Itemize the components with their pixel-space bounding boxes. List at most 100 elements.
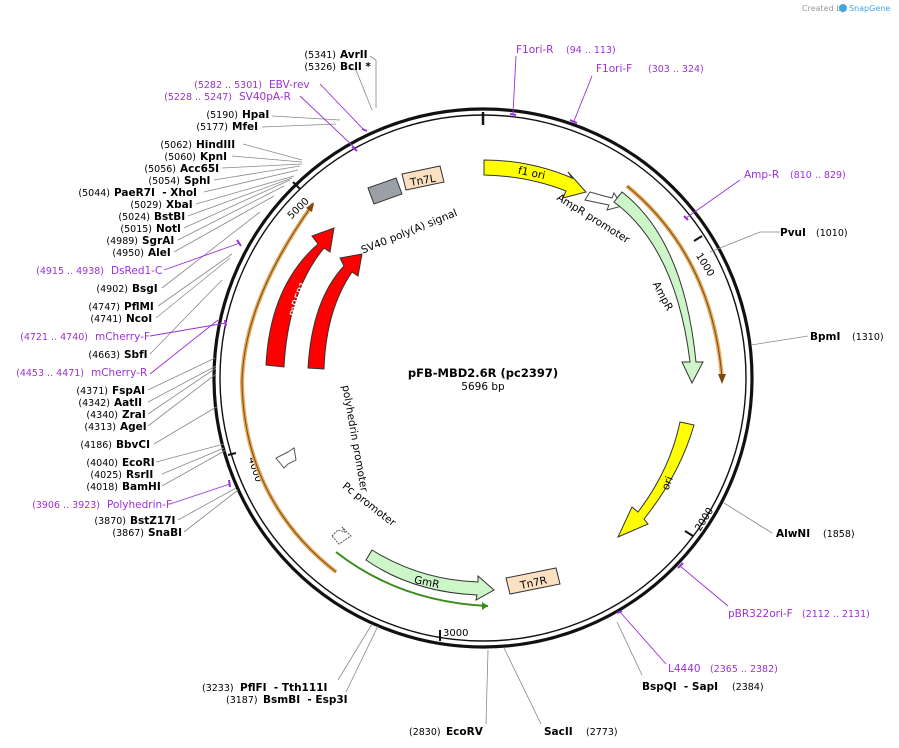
- leader-bspqi: [616, 621, 643, 676]
- primer-l4440-name[interactable]: L4440: [668, 663, 701, 675]
- enzyme-noti-name[interactable]: NotI: [156, 223, 181, 235]
- enzyme-xhoi-name[interactable]: PaeR7I - XhoI: [114, 187, 197, 199]
- feature-mrfp1-inner[interactable]: mRFP1: [307, 253, 363, 370]
- leader-hindiii: [242, 143, 303, 161]
- leader-bamhi: [161, 449, 227, 487]
- enzyme-bamhi-name[interactable]: BamHI: [122, 481, 161, 493]
- primer-ebv-name[interactable]: EBV-rev: [269, 79, 310, 91]
- primer-mcherry-r-range: (4453 .. 4471): [16, 368, 84, 379]
- enzyme-mfei-name[interactable]: MfeI: [232, 121, 258, 133]
- enzyme-sphi-pos: (5054): [148, 176, 180, 187]
- enzyme-bcli-name[interactable]: BclI *: [340, 61, 371, 73]
- feature-ori[interactable]: ori: [616, 421, 695, 538]
- enzyme-pflfi-name[interactable]: PflFI - Tth111I: [240, 682, 327, 694]
- leader-kpni: [231, 155, 303, 163]
- leader-hpai: [271, 115, 341, 121]
- enzyme-hindiii-name[interactable]: HindIII: [196, 139, 235, 151]
- primer-polyhedrin-name[interactable]: Polyhedrin-F: [107, 499, 172, 511]
- enzyme-sacii-name[interactable]: SacII: [544, 726, 573, 738]
- mrfp1-outer-arrow: [265, 227, 335, 368]
- tick-label-3000: 3000: [443, 628, 468, 639]
- enzyme-xbai-name[interactable]: XbaI: [166, 199, 193, 211]
- enzyme-bsmbi-name[interactable]: BsmBI - Esp3I: [263, 694, 348, 706]
- feature-gmr[interactable]: GmR: [365, 549, 495, 601]
- primer-mcherry-f-name[interactable]: mCherry-F: [95, 331, 150, 343]
- plasmid-name: pFB-MBD2.6R (pc2397): [408, 366, 558, 380]
- primer-mark-l4440: [616, 610, 623, 614]
- tick-1000: [693, 235, 703, 242]
- enzyme-aatii-name[interactable]: AatII: [114, 397, 142, 409]
- leader-sphi: [213, 165, 301, 181]
- enzyme-pflmi-pos: (4747): [88, 302, 120, 313]
- leader-bstz17i: [177, 487, 237, 521]
- gmr-orf-arrowhead: [482, 602, 488, 610]
- feature-ampr[interactable]: AmpR: [613, 191, 704, 385]
- enzyme-bstz17i-pos: (3870): [94, 516, 126, 527]
- enzyme-ncoi-name[interactable]: NcoI: [126, 313, 152, 325]
- feature-f1-ori[interactable]: f1 ori: [483, 159, 587, 199]
- leader-pflfi: [337, 623, 373, 681]
- primer-mcherry-r-name[interactable]: mCherry-R: [91, 367, 147, 379]
- enzyme-zrai-name[interactable]: ZraI: [122, 409, 146, 421]
- leader-mcherry-f: [149, 322, 227, 337]
- enzyme-bsmbi-pos: (3187): [226, 695, 258, 706]
- enzyme-sgrai-name[interactable]: SgrAI: [142, 235, 174, 247]
- leader-f1ori-f: [573, 75, 593, 122]
- enzyme-alwni-name[interactable]: AlwNI: [776, 528, 810, 540]
- leader-dsred1: [163, 242, 241, 271]
- primer-amp-r-name[interactable]: Amp-R: [744, 169, 779, 181]
- enzyme-kpni-name[interactable]: KpnI: [200, 151, 227, 163]
- enzyme-fspai-pos: (4371): [76, 386, 108, 397]
- snapgene-watermark: Created by SnapGene: [802, 4, 890, 13]
- enzyme-bstbi-pos: (5024): [118, 212, 150, 223]
- leader-alei: [173, 195, 275, 253]
- primer-pbr322-name[interactable]: pBR322ori-F: [728, 608, 793, 620]
- enzyme-bsgi-name[interactable]: BsgI: [132, 283, 158, 295]
- leader-alwni: [723, 502, 773, 534]
- enzyme-bbvci-name[interactable]: BbvCI: [116, 439, 150, 451]
- tick-4000: [227, 452, 237, 456]
- primer-f1ori-r-name[interactable]: F1ori-R: [516, 44, 553, 56]
- enzyme-snabi-pos: (3867): [112, 528, 144, 539]
- primer-dsred1-name[interactable]: DsRed1-C: [111, 265, 162, 277]
- enzyme-bspqi-name[interactable]: BspQI - SapI: [642, 681, 718, 693]
- primer-ebv-range: (5282 .. 5301): [194, 80, 262, 91]
- enzyme-bstz17i-name[interactable]: BstZ17I: [130, 515, 175, 527]
- snapgene-logo-icon: [839, 4, 847, 12]
- enzyme-agei-name[interactable]: AgeI: [120, 421, 147, 433]
- enzyme-sacii-pos: (2773): [586, 727, 618, 738]
- primer-mark-polyhedrin: [228, 479, 231, 488]
- enzyme-bstbi-name[interactable]: BstBI: [154, 211, 185, 223]
- enzyme-pflmi-name[interactable]: PflMI: [124, 301, 154, 313]
- leader-sgrai: [177, 185, 285, 241]
- enzyme-fspai-name[interactable]: FspAI: [112, 385, 145, 397]
- enzyme-acc65i-name[interactable]: Acc65I: [180, 163, 219, 175]
- leader-ncoi: [155, 257, 231, 319]
- enzyme-pvui-name[interactable]: PvuI: [780, 227, 806, 239]
- enzyme-avrii-name[interactable]: AvrII: [340, 49, 368, 61]
- mrfp1-inner-arrow: [307, 253, 363, 370]
- backbone-outer: [212, 107, 754, 649]
- ampr-orf-line: [626, 185, 723, 379]
- feature-tn7l[interactable]: Tn7L: [401, 165, 445, 191]
- enzyme-rsrii-name[interactable]: RsrII: [126, 469, 153, 481]
- enzyme-snabi-name[interactable]: SnaBI: [148, 527, 182, 539]
- enzyme-bpmi-name[interactable]: BpmI: [810, 331, 840, 343]
- leader-bstbi: [187, 177, 293, 217]
- leader-acc65i: [221, 163, 303, 169]
- feature-tn7r[interactable]: Tn7R: [505, 567, 561, 595]
- feature-polyhedrin-promoter[interactable]: polyhedrin promoter: [275, 384, 370, 493]
- enzyme-sbfi-name[interactable]: SbfI: [124, 349, 148, 361]
- enzyme-noti-pos: (5015): [120, 224, 152, 235]
- enzyme-kpni-pos: (5060): [164, 152, 196, 163]
- enzyme-hpai-name[interactable]: HpaI: [242, 109, 269, 121]
- primer-pbr322-range: (2112 .. 2131): [802, 609, 870, 620]
- primer-f1ori-f-name[interactable]: F1ori-F: [596, 63, 632, 75]
- enzyme-ecorv-name[interactable]: EcoRV: [446, 726, 484, 738]
- enzyme-sphi-name[interactable]: SphI: [184, 175, 210, 187]
- enzyme-alei-name[interactable]: AleI: [148, 247, 171, 259]
- leader-f1ori-r: [512, 55, 517, 115]
- enzyme-ecori-name[interactable]: EcoRI: [122, 457, 155, 469]
- primer-sv40pa-name[interactable]: SV40pA-R: [239, 91, 291, 103]
